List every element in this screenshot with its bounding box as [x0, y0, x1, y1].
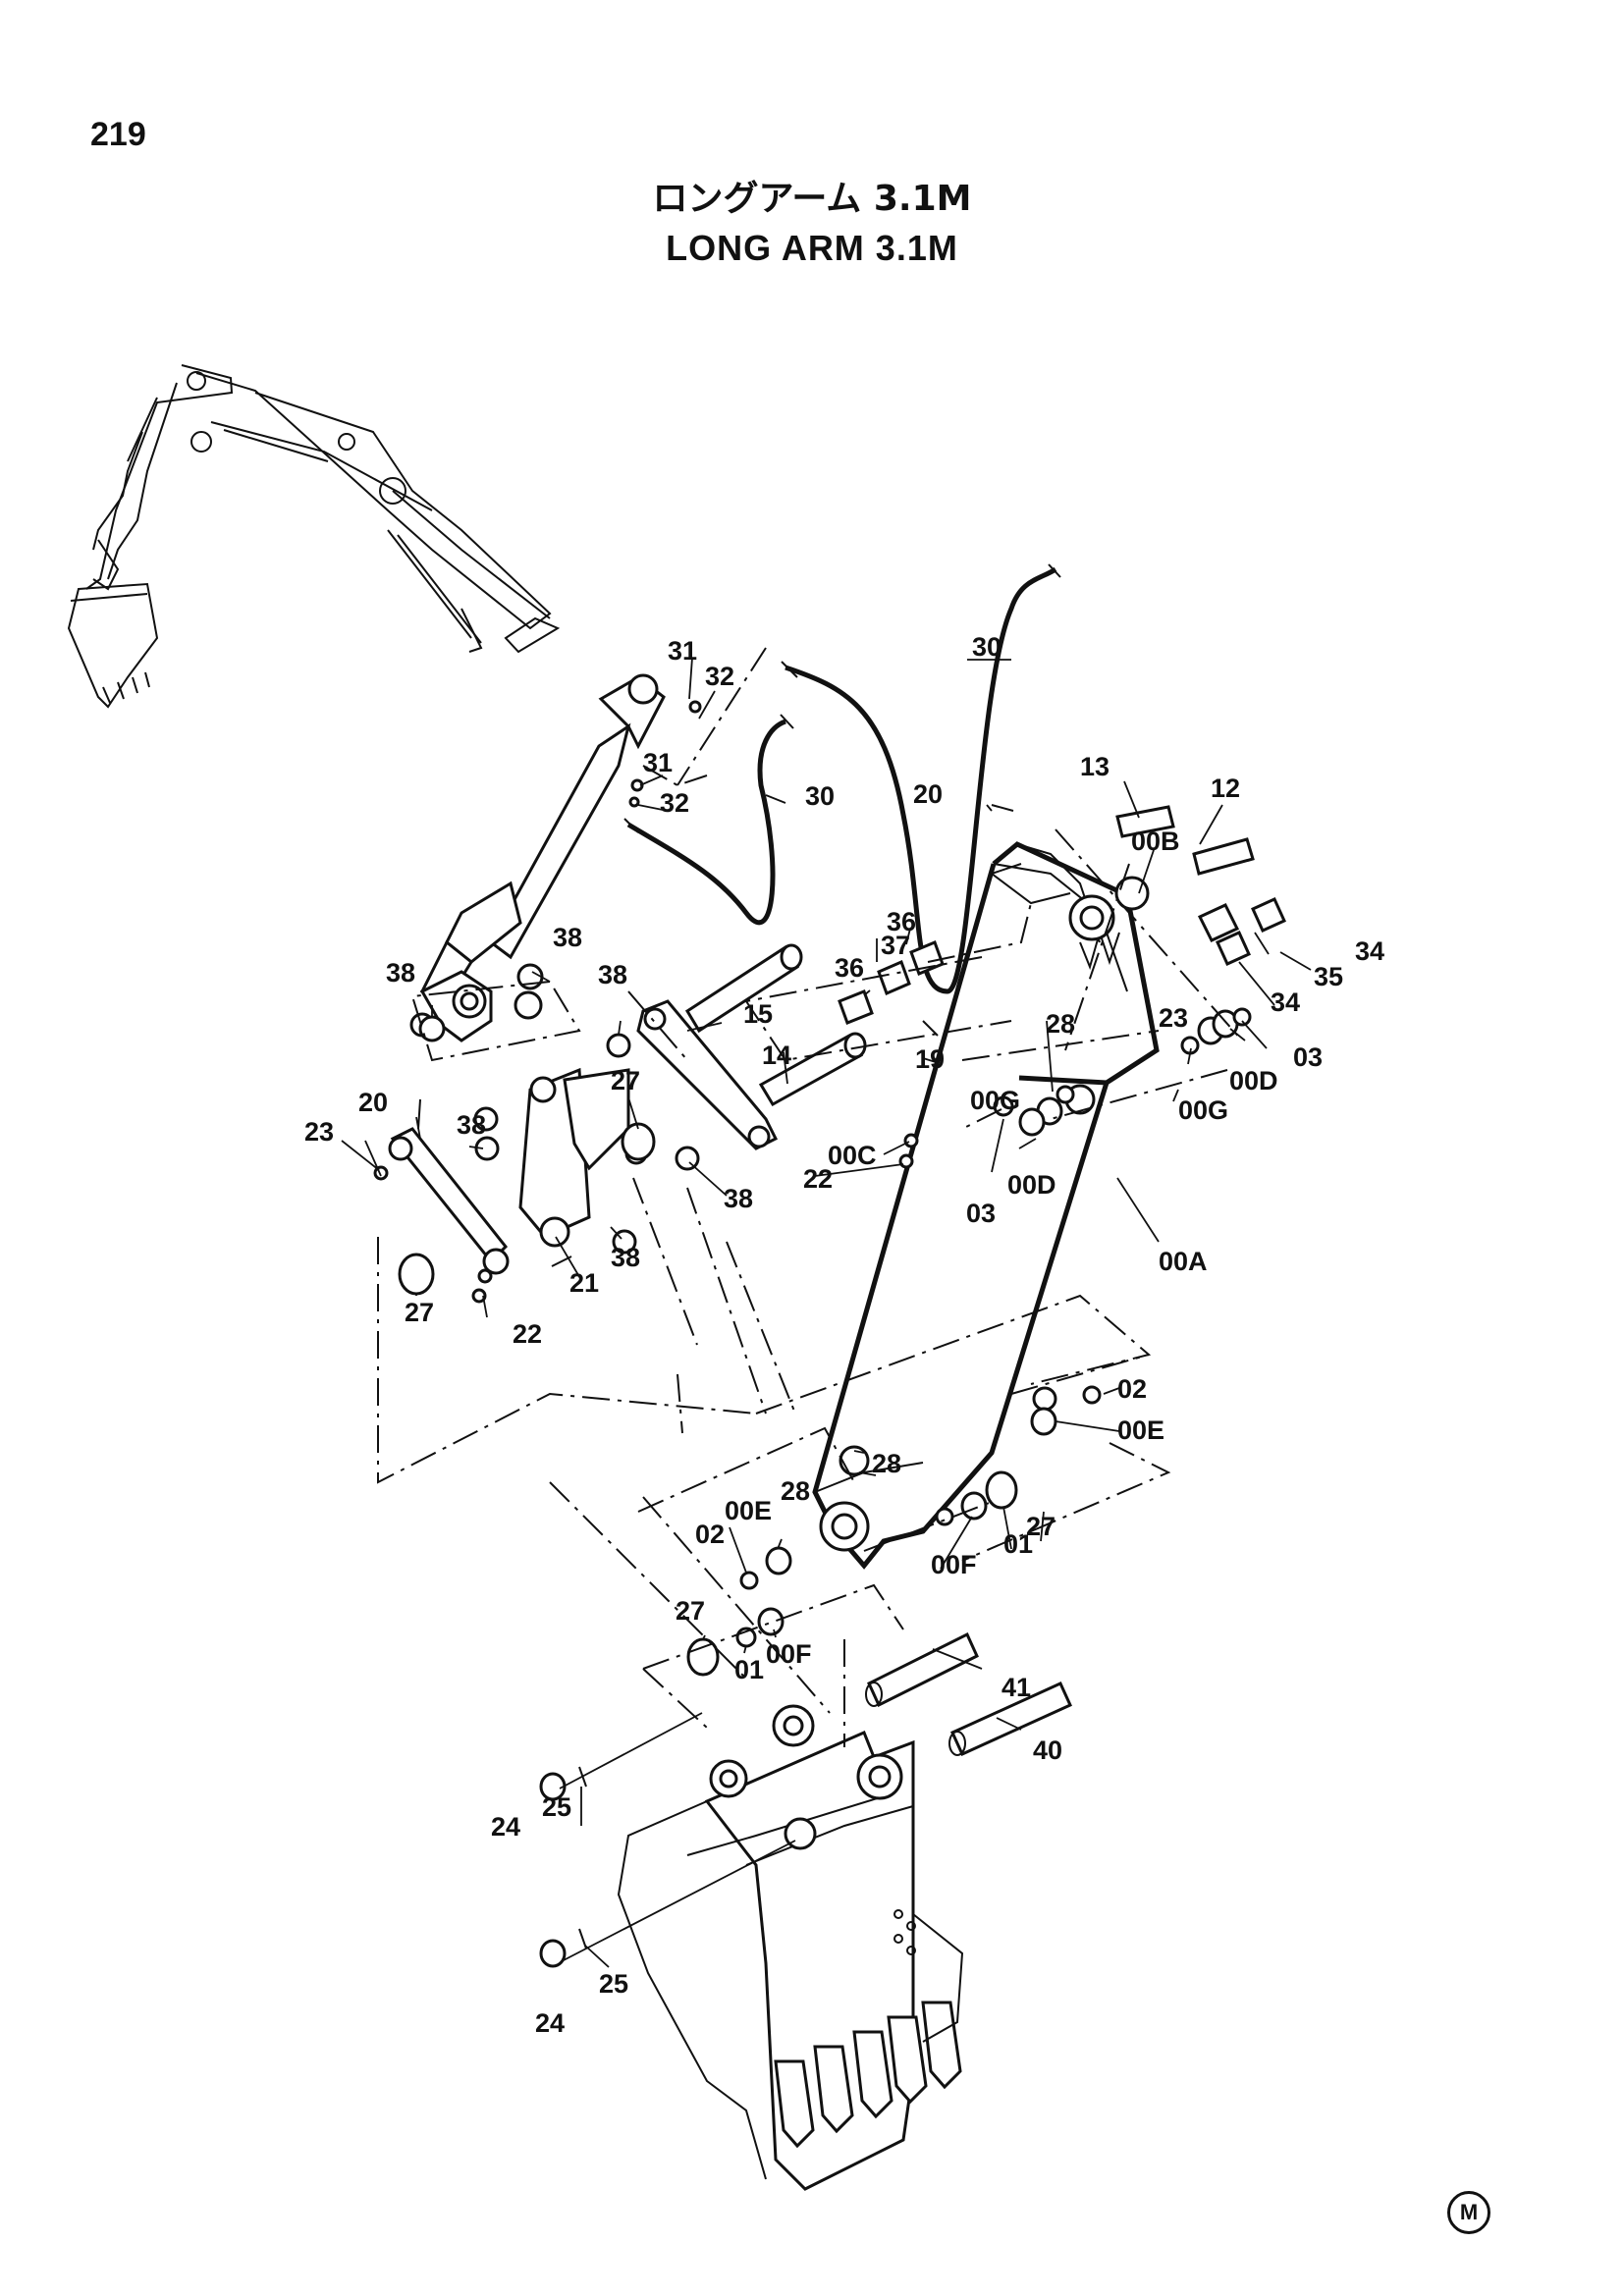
- links-and-pins: [388, 805, 1255, 1756]
- callout-31: 31: [643, 748, 673, 777]
- callout-01: 01: [734, 1655, 764, 1684]
- callout-27: 27: [611, 1066, 640, 1095]
- callout-00g: 00G: [1178, 1095, 1228, 1125]
- leader-lines: [341, 657, 1312, 1968]
- callout-31: 31: [668, 636, 697, 666]
- callout-32: 32: [705, 662, 734, 691]
- callout-34: 34: [1271, 988, 1300, 1017]
- callout-25: 25: [599, 1969, 628, 1999]
- callout-00e: 00E: [1117, 1415, 1164, 1445]
- callout-38: 38: [553, 923, 582, 952]
- callout-labels: 30 30 31 32 31 32 20 13 12 00B 34 35 34 …: [304, 632, 1384, 2038]
- callout-38: 38: [386, 958, 415, 988]
- callout-24: 24: [491, 1812, 520, 1842]
- callout-00e: 00E: [725, 1496, 772, 1525]
- callout-02: 02: [695, 1520, 725, 1549]
- callout-25: 25: [542, 1792, 571, 1822]
- callout-00f: 00F: [931, 1550, 977, 1579]
- callout-13: 13: [1080, 752, 1110, 781]
- bucket: [617, 1704, 964, 2191]
- bucket-cylinder: [419, 673, 666, 1042]
- shims: [838, 897, 1286, 1025]
- callout-23: 23: [1159, 1003, 1188, 1033]
- model-mark-symbol: M: [1447, 2191, 1490, 2234]
- title-english: LONG ARM 3.1M: [666, 228, 958, 268]
- callout-37: 37: [881, 931, 910, 960]
- callout-34: 34: [1355, 936, 1384, 966]
- callout-03: 03: [1293, 1042, 1323, 1072]
- callout-32: 32: [660, 788, 689, 818]
- callout-27: 27: [405, 1298, 434, 1327]
- callout-00a: 00A: [1159, 1247, 1208, 1276]
- callout-20: 20: [913, 779, 943, 809]
- arm-assembly: [812, 841, 1160, 1570]
- callout-00f: 00F: [766, 1639, 812, 1669]
- callout-35: 35: [1314, 962, 1343, 991]
- callout-28: 28: [872, 1449, 901, 1478]
- hose-pipes: [623, 563, 1061, 994]
- callout-00d: 00D: [1007, 1170, 1056, 1200]
- callout-22: 22: [803, 1164, 833, 1194]
- callout-30: 30: [805, 781, 835, 811]
- callout-38: 38: [598, 960, 627, 989]
- callout-36: 36: [835, 953, 864, 983]
- callout-21: 21: [569, 1268, 599, 1298]
- page-number: 219: [90, 116, 146, 153]
- callout-28: 28: [781, 1476, 810, 1506]
- callout-36: 36: [887, 907, 916, 936]
- callout-12: 12: [1211, 774, 1240, 803]
- callout-24: 24: [535, 2008, 565, 2038]
- assembly-guide-lines: [377, 647, 1243, 1747]
- callout-30: 30: [972, 632, 1001, 662]
- title-japanese: ロングアーム 3.1M: [652, 179, 972, 219]
- callout-15: 15: [743, 999, 773, 1029]
- callout-38: 38: [611, 1243, 640, 1272]
- callout-03: 03: [966, 1199, 996, 1228]
- callout-27: 27: [1026, 1512, 1056, 1541]
- callout-00b: 00B: [1131, 827, 1180, 856]
- callout-02: 02: [1117, 1374, 1147, 1404]
- callout-19: 19: [915, 1044, 945, 1074]
- callout-28: 28: [1046, 1009, 1075, 1039]
- callout-00c: 00C: [828, 1141, 877, 1170]
- callout-41: 41: [1001, 1673, 1031, 1702]
- callout-22: 22: [513, 1319, 542, 1349]
- callout-00d: 00D: [1229, 1066, 1278, 1095]
- callout-00g: 00G: [970, 1086, 1020, 1115]
- overview-excavator-sketch: [67, 364, 561, 709]
- callout-20: 20: [358, 1088, 388, 1117]
- callout-38: 38: [457, 1110, 486, 1140]
- callout-40: 40: [1033, 1735, 1062, 1765]
- callout-27: 27: [676, 1596, 705, 1626]
- washers-bushings-seals: [373, 700, 1252, 1968]
- callout-01: 01: [1003, 1529, 1033, 1559]
- callout-23: 23: [304, 1117, 334, 1147]
- callout-38: 38: [724, 1184, 753, 1213]
- diagram-title: ロングアーム 3.1M LONG ARM 3.1M: [0, 175, 1624, 273]
- callout-14: 14: [762, 1041, 791, 1070]
